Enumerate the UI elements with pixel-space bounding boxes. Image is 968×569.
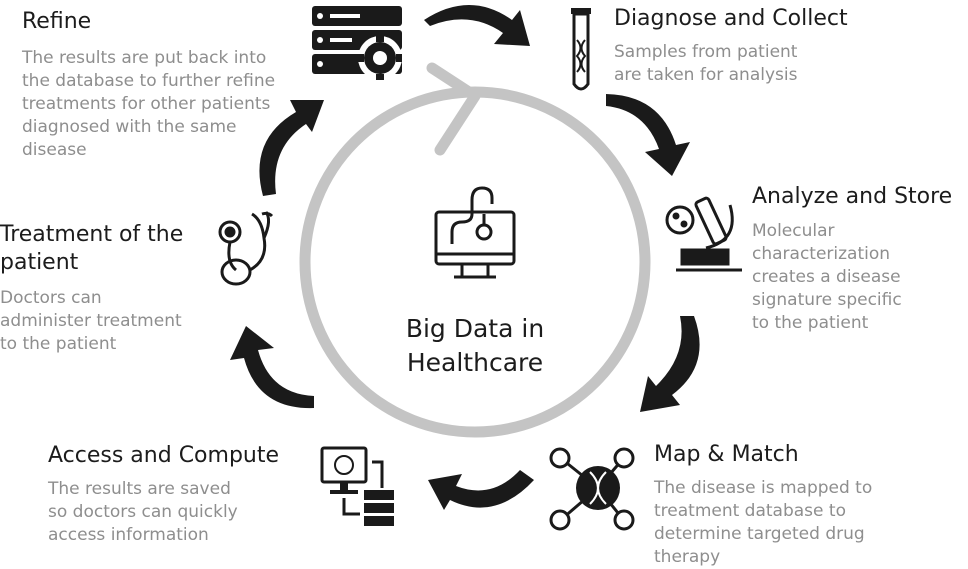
arrow-diagnose-to-analyze [606,94,690,176]
cycle-ring-arrowhead [426,62,481,156]
step-analyze-title: Analyze and Store [752,184,953,209]
arrow-map-to-access [428,470,534,510]
dna-network-icon [549,447,635,531]
arrow-refine-to-diagnose [424,5,530,46]
arrow-analyze-to-map [640,316,700,412]
arrow-treatment-to-refine [259,100,324,196]
step-treatment-title: Treatment of the patient [0,222,184,275]
stethoscope-icon [218,211,274,286]
computer-database-icon [320,446,394,526]
server-gear-icon [312,6,402,80]
step-map-title: Map & Match [654,442,799,467]
center-title: Big Data in Healthcare [405,314,545,377]
cycle-ring [299,86,651,438]
step-access-title: Access and Compute [48,443,280,468]
step-refine-title: Refine [22,9,92,34]
step-access-description: The results are saved so doctors can qui… [48,479,238,545]
monitor-stethoscope-icon [434,186,516,279]
step-treatment-description: Doctors can administer treatment to the … [0,288,182,354]
step-diagnose-description: Samples from patient are taken for analy… [614,42,798,85]
step-refine-description: The results are put back into the databa… [22,48,276,160]
step-analyze-description: Molecular characterization creates a dis… [752,221,902,333]
arrow-access-to-treatment [230,326,314,409]
microscope-icon [665,196,742,272]
step-map-description: The disease is mapped to treatment datab… [654,478,873,567]
step-diagnose-title: Diagnose and Collect [614,6,848,31]
test-tube-icon [571,8,591,91]
